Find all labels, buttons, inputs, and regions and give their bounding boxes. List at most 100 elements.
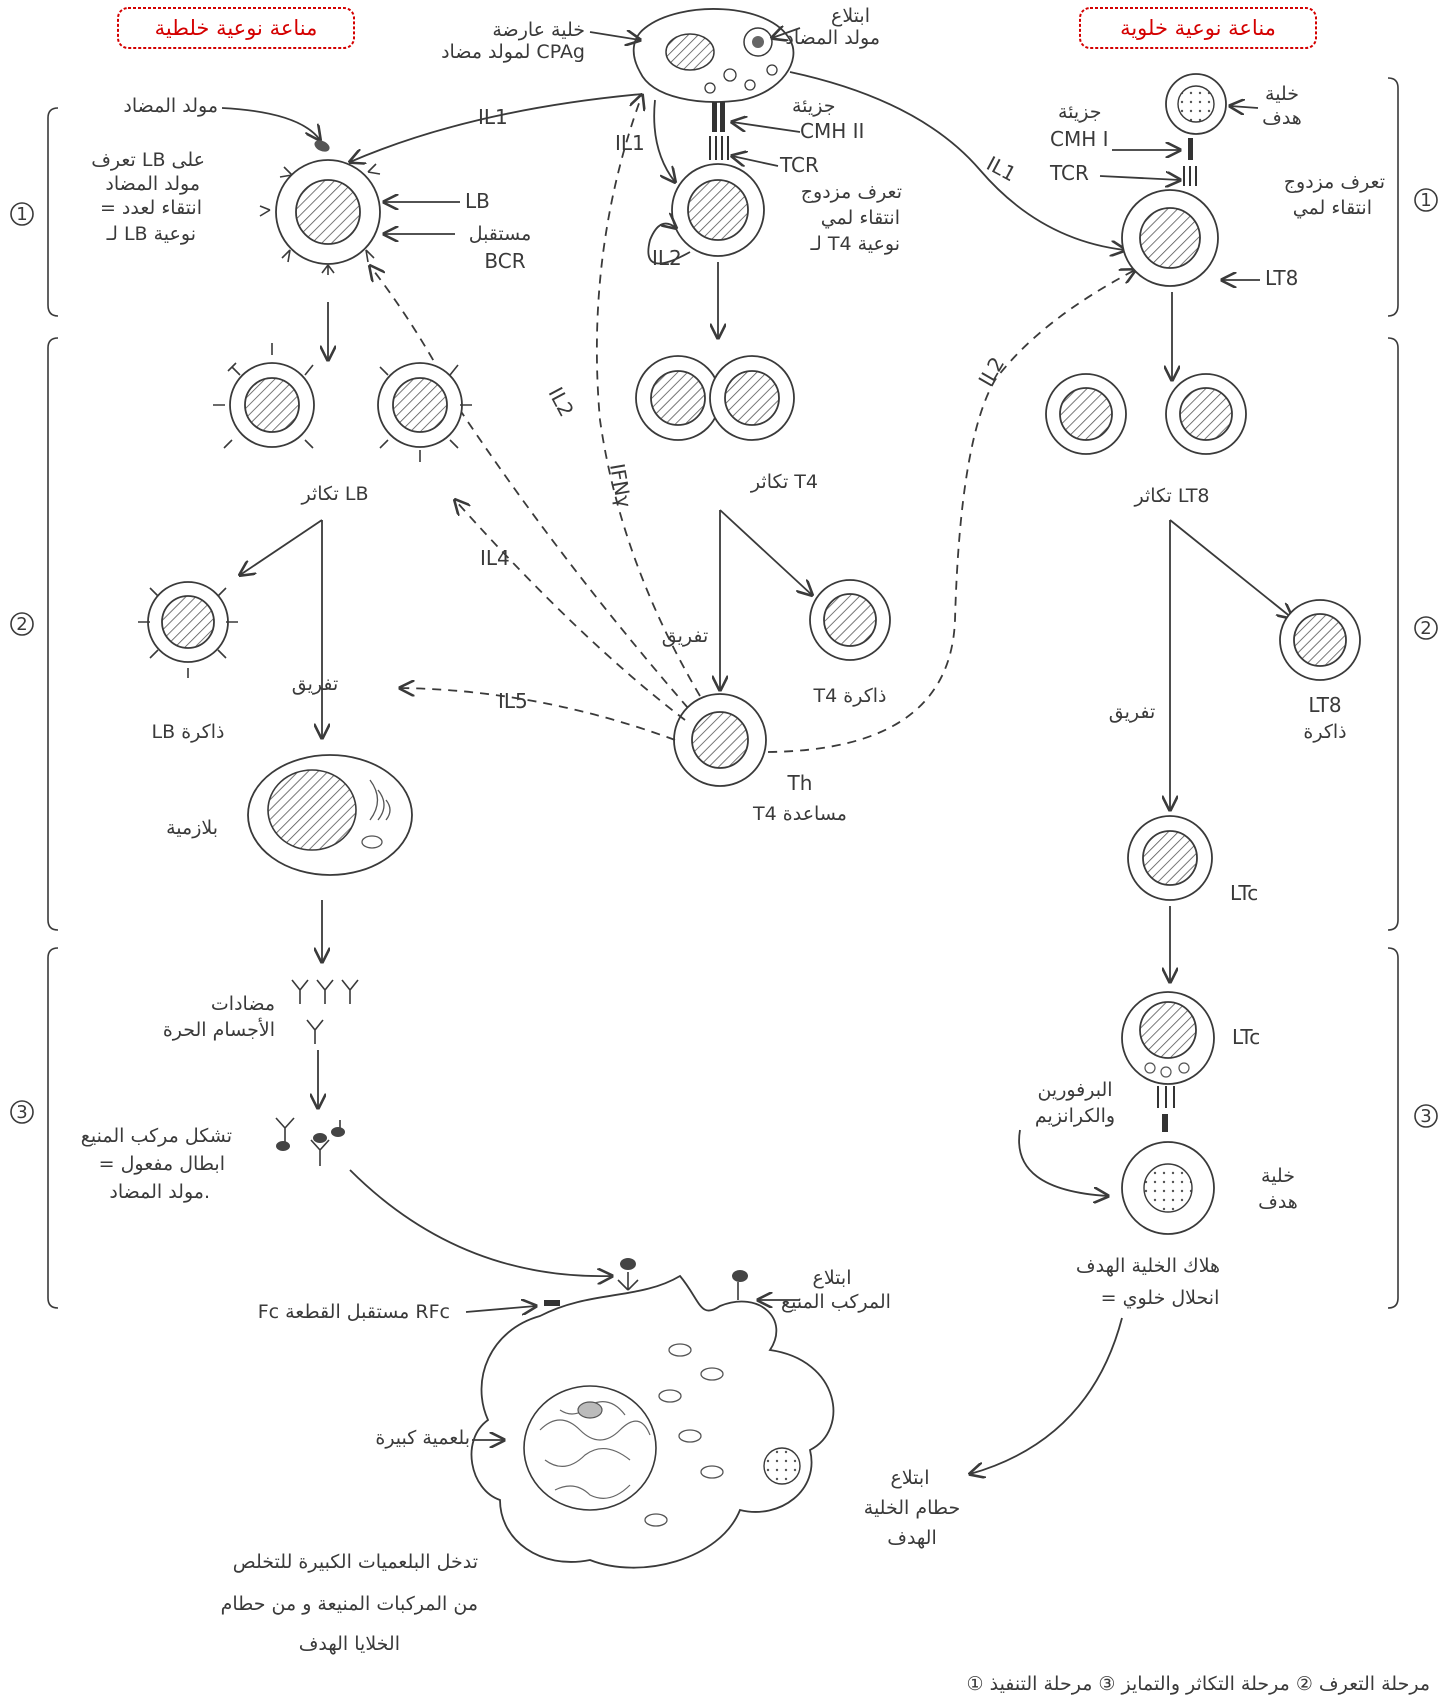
macrophage-cell (470, 1258, 835, 1569)
phase-num-left-3: 3 (16, 1102, 27, 1123)
cellular-title-box: مناعة نوعية خلوية (1079, 7, 1317, 49)
il1-right: IL1 (983, 151, 1021, 186)
cellular-title: مناعة نوعية خلوية (1120, 16, 1276, 40)
cmh2-tcr-receptor (709, 102, 729, 160)
perforin-label-1: البرفورين (1037, 1079, 1112, 1101)
lt8-differentiation-label: تفريق (1109, 701, 1156, 723)
lb-cell (259, 159, 381, 275)
complex-label-1: تشكل مركب المنيع (81, 1125, 232, 1147)
cmh2-label-2: CMH II (800, 119, 864, 143)
t4-memory-cell (809, 579, 891, 661)
plasma-label: بلازمية (166, 817, 218, 839)
phase-num-right-1: 1 (1420, 190, 1431, 211)
lt8-memory-1: LT8 (1308, 693, 1341, 717)
th-cell (673, 693, 767, 787)
tcr-label-t4: TCR (779, 153, 819, 177)
lb-recognition-2: مولد المضاد (105, 173, 200, 195)
il2-loop-label: IL2 (652, 246, 682, 270)
t4-recognition-3: لـ T4 نوعية (809, 233, 900, 255)
lb-memory-label: LB ذاكرة (152, 721, 225, 743)
cmh1-label-2: CMH I (1050, 127, 1109, 151)
il2-to-lt8: IL2 (974, 353, 1010, 391)
lb-differentiation-label: تفريق (292, 673, 339, 695)
caption-3: الخلايا الهدف (299, 1633, 400, 1655)
cmh1-tcr-receptor (1183, 138, 1197, 186)
antigen-presenting-cell (632, 8, 795, 103)
debris-label-3: الهدف (887, 1527, 937, 1549)
humoral-title: مناعة نوعية خلطية (155, 16, 318, 40)
free-antibodies (291, 979, 359, 1044)
il2-to-lb: IL2 (544, 383, 579, 421)
lt8-cell (1121, 189, 1219, 287)
lt8-label: LT8 (1265, 266, 1298, 290)
lb-label: LB (465, 189, 490, 213)
free-antibodies-2: الأجسام الحرة (163, 1018, 275, 1041)
phase-num-left-2: 2 (16, 614, 27, 635)
complex-label-3: مولد المضاد. (109, 1181, 210, 1203)
ltc-cell (1127, 815, 1213, 901)
swallow-complex-2: المركب المنيع (781, 1291, 891, 1313)
debris-label-1: ابتلاع (891, 1467, 930, 1489)
lt8-proliferation-label: تكاثر LT8 (1133, 485, 1209, 507)
ltc-attack-cell (1121, 991, 1215, 1132)
target-death-1: هلاك الخلية الهدف (1076, 1255, 1220, 1277)
lt8-recognition-2: انتقاء لمي (1293, 197, 1372, 219)
ifn-label: IFNγ (605, 462, 636, 510)
plasma-cell (247, 754, 413, 876)
apc-label-2: لمولد مضاد CPAg (441, 41, 585, 63)
lb-proliferation-cells (213, 343, 472, 462)
immune-complexes (275, 1117, 345, 1166)
il2-loop: IL2 (647, 224, 691, 270)
lb-recognition-3: = انتقاء لعدد (100, 197, 202, 219)
macrophage-label: بلعمية كبيرة (375, 1427, 470, 1449)
left-brackets: 1 2 3 (10, 107, 59, 1309)
bcr-label-2: BCR (484, 249, 525, 273)
lb-proliferation-label: تكاثر LB (300, 483, 368, 505)
lb-recognition-1: تعرف LB على (91, 149, 205, 171)
free-antibodies-1: مضادات (211, 993, 275, 1015)
tcr-label-lt8: TCR (1049, 161, 1089, 185)
t4-cell (671, 163, 765, 257)
lt8-memory-2: ذاكرة (1303, 721, 1346, 743)
swallow-complex-1: ابتلاع (813, 1267, 852, 1289)
th-label: Th (787, 771, 813, 795)
t4-recognition-2: انتقاء لمي (821, 207, 900, 229)
phase-num-right-2: 2 (1420, 618, 1431, 639)
phase-num-right-3: 3 (1420, 1106, 1431, 1127)
ltc-label: LTc (1230, 881, 1258, 905)
bcr-label-1: مستقبل (469, 223, 532, 245)
phase-num-left-1: 1 (16, 204, 27, 225)
target-cell-top-2: هدف (1262, 107, 1302, 129)
lt8-memory-cell (1279, 599, 1361, 681)
footer-legend: ① مرحلة التعرف ② مرحلة التكاثر والتمايز … (967, 1673, 1430, 1695)
il5-label: IL5 (498, 689, 528, 713)
target-cell-top-1: خلية (1265, 83, 1299, 105)
il1-left: IL1 (478, 105, 508, 129)
apc-label-1: خلية عارضة (492, 19, 585, 41)
il1-mid: IL1 (615, 131, 645, 155)
lt8-proliferation-cells (1045, 373, 1247, 455)
th-helper-label: T4 مساعدة (752, 803, 847, 825)
antigen-label: مولد المضاد (123, 95, 218, 117)
target-cell-top (1165, 73, 1227, 135)
debris-label-2: حطام الخلية (864, 1497, 960, 1519)
rfc-label: Fc مستقبل القطعة RFc (258, 1301, 450, 1323)
lb-recognition-4: لـ LB نوعية (106, 223, 196, 245)
il4-label: IL4 (480, 546, 510, 570)
target-cell-bottom (1121, 1141, 1215, 1235)
caption-2: من المركبات المنيعة و من حطام (221, 1593, 478, 1615)
cmh2-label-1: جزيئة (792, 95, 835, 117)
right-brackets: 1 2 3 (1387, 77, 1438, 1309)
t4-differentiation-label: تفريق (662, 625, 709, 647)
antigen-swallow-label-2: مولد المضاد (785, 27, 880, 49)
caption-1: تدخل البلعميات الكبيرة للتخلص (233, 1551, 478, 1573)
target-death-2: = انحلال خلوي (1101, 1287, 1220, 1309)
t4-proliferation-label: تكاثر T4 (750, 471, 818, 493)
humoral-title-box: مناعة نوعية خلطية (117, 7, 355, 49)
cmh1-label-1: جزيئة (1058, 101, 1101, 123)
complex-label-2: = ابطال مفعول (99, 1153, 225, 1175)
t4-recognition-1: تعرف مزدوج (801, 181, 902, 203)
target-cell-bottom-1: خلية (1261, 1165, 1295, 1187)
perforin-label-2: والكرانزيم (1035, 1105, 1115, 1127)
